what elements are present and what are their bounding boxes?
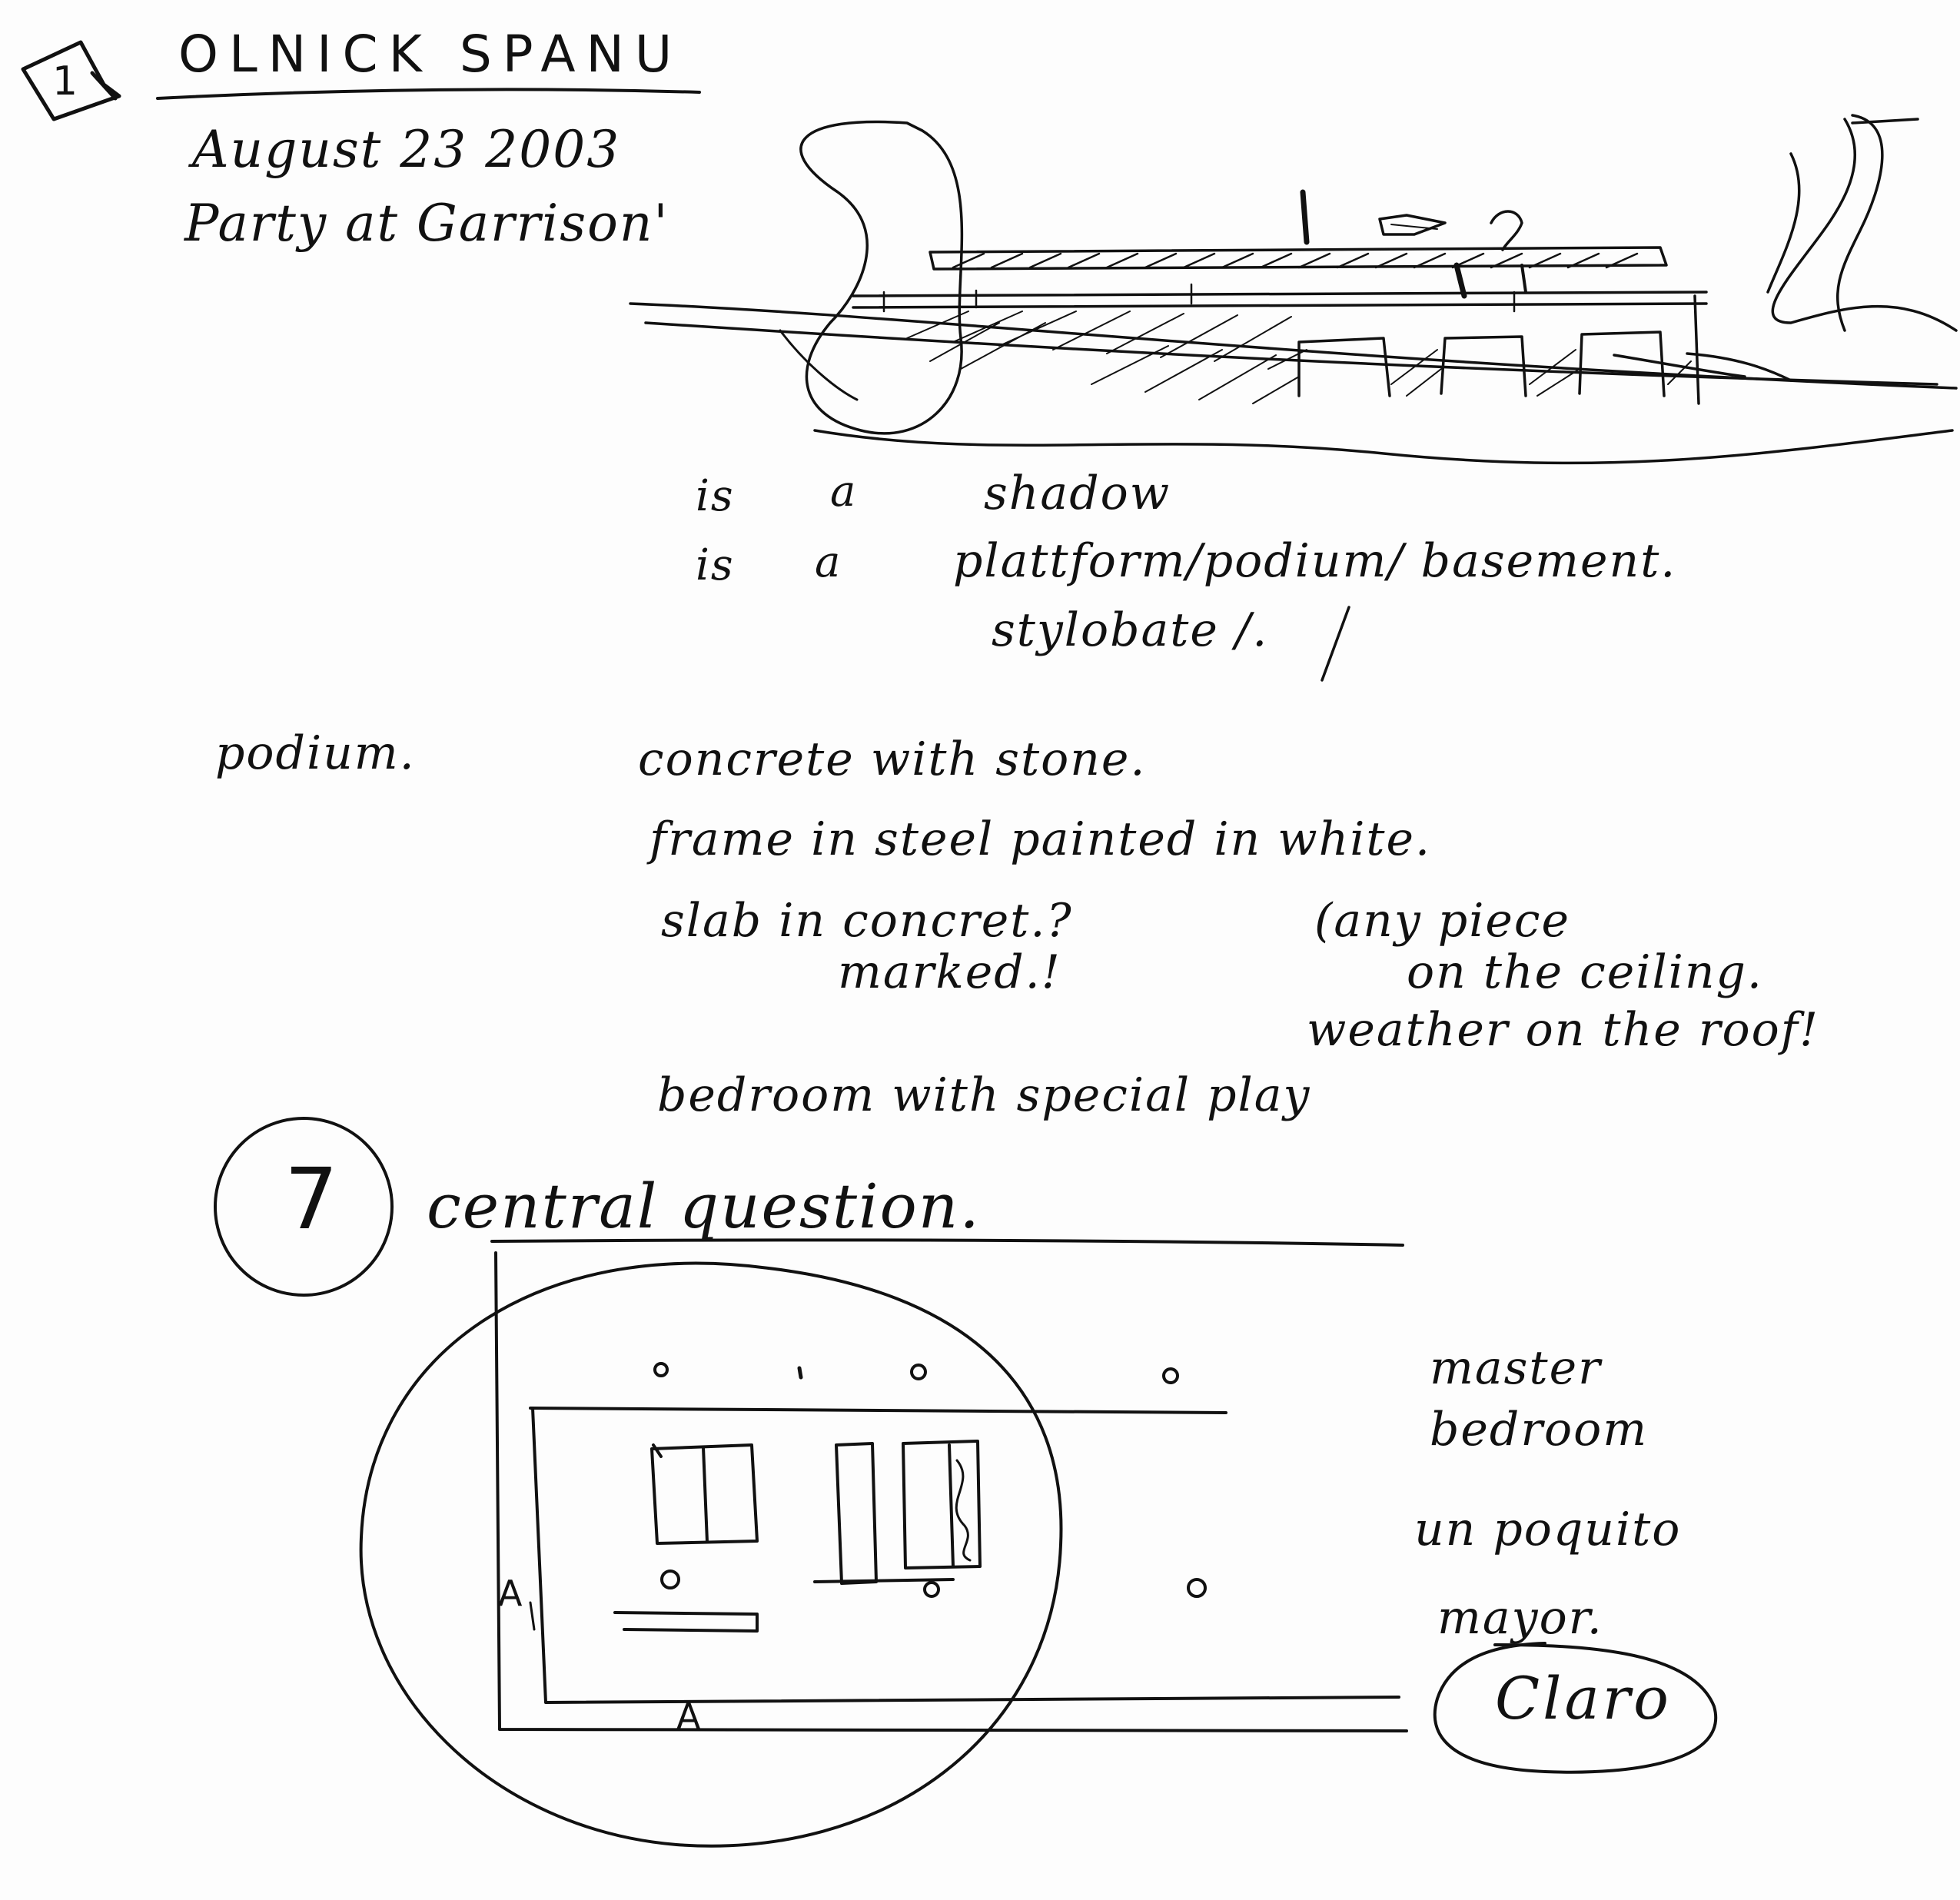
note-podium-label: podium. <box>215 726 416 780</box>
note-a-2: a <box>815 537 842 587</box>
sketch-date: August 23 2003 <box>192 120 621 179</box>
title-underline <box>156 88 701 100</box>
section-number-circle <box>214 1117 394 1297</box>
house-elevation-sketch <box>629 114 1958 465</box>
section-mark-bottom: A <box>676 1696 703 1737</box>
note-shadow: shadow <box>984 467 1171 520</box>
note-stylobate: stylobate /. <box>992 603 1269 657</box>
event-note: Party at Garrison' <box>184 194 669 253</box>
note-platform: plattform/podium/ basement. <box>953 534 1677 588</box>
section-heading-underline <box>490 1238 1404 1247</box>
note-any-piece: (any piece <box>1314 894 1571 948</box>
page-number: 1 <box>52 58 80 105</box>
sketch-stroke-slash <box>1321 606 1350 682</box>
section-heading: central question. <box>427 1171 981 1242</box>
note-marked: marked.! <box>838 945 1061 999</box>
floor-plan-sketch <box>359 1251 1718 1848</box>
section-mark-left: A <box>498 1573 524 1614</box>
note-ceiling: on the ceiling. <box>1407 945 1763 999</box>
note-master: master <box>1430 1341 1602 1395</box>
note-weather-roof: weather on the roof! <box>1307 1003 1820 1057</box>
note-slab: slab in concret.? <box>661 894 1073 948</box>
note-bedroom-play: bedroom with special play <box>657 1068 1311 1122</box>
note-mayor: mayor. <box>1437 1591 1603 1645</box>
note-claro: Claro <box>1495 1664 1672 1732</box>
note-steel-frame: frame in steel painted in white. <box>649 812 1432 866</box>
note-is-2: is <box>696 540 735 590</box>
note-a-1: a <box>830 467 858 517</box>
project-title: OLNICK SPANU <box>178 25 683 84</box>
note-is-1: is <box>696 471 735 521</box>
note-concrete-stone: concrete with stone. <box>638 732 1147 786</box>
section-number: 7 <box>284 1150 340 1248</box>
note-un-poquito: un poquito <box>1414 1503 1682 1556</box>
note-bedroom: bedroom <box>1430 1403 1649 1457</box>
page-number-box <box>21 40 121 121</box>
